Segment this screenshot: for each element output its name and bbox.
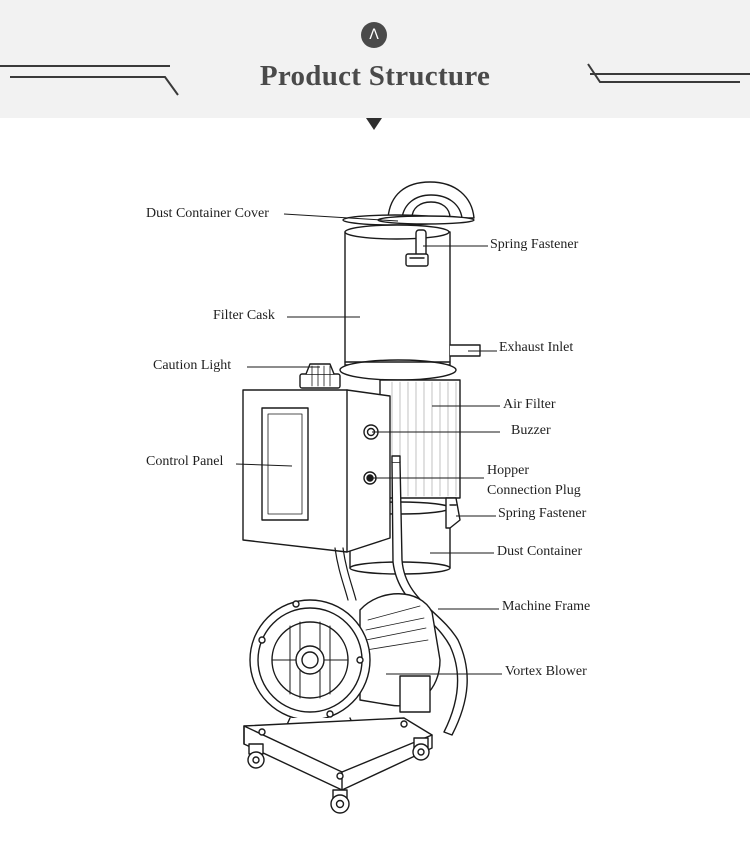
dust-container-cover — [342, 181, 475, 226]
label-machine-frame: Machine Frame — [502, 599, 591, 614]
spring-fastener-bottom — [445, 497, 461, 529]
leader-lines — [235, 213, 502, 675]
chevron-up-circle-icon: Λ — [361, 22, 387, 48]
down-triangle-icon — [366, 118, 382, 130]
caution-light — [299, 363, 341, 389]
label-exhaust-inlet: Exhaust Inlet — [499, 340, 574, 355]
header-band — [0, 0, 750, 118]
label-air-filter: Air Filter — [503, 397, 556, 412]
filter-cask — [339, 224, 481, 381]
label-caution-light: Caution Light — [153, 358, 232, 373]
page-title: Product Structure — [259, 60, 491, 92]
label-filter-cask: Filter Cask — [213, 308, 275, 323]
header-decoration — [0, 63, 750, 96]
label-buzzer: Buzzer — [511, 423, 551, 438]
control-panel — [242, 389, 391, 553]
label-hopper-line2: Connection Plug — [487, 483, 581, 498]
label-spring-fastener-top: Spring Fastener — [490, 237, 579, 252]
label-spring-fastener-bottom: Spring Fastener — [498, 506, 587, 521]
label-control-panel: Control Panel — [146, 454, 224, 469]
label-dust-container-cover: Dust Container Cover — [146, 206, 269, 221]
label-dust-container: Dust Container — [497, 544, 583, 559]
label-vortex-blower: Vortex Blower — [505, 664, 587, 679]
vortex-blower — [249, 593, 441, 741]
caster-wheels — [247, 737, 430, 814]
spring-fastener-top — [405, 229, 429, 267]
label-hopper-line1: Hopper — [487, 463, 529, 478]
base-frame — [243, 717, 433, 791]
